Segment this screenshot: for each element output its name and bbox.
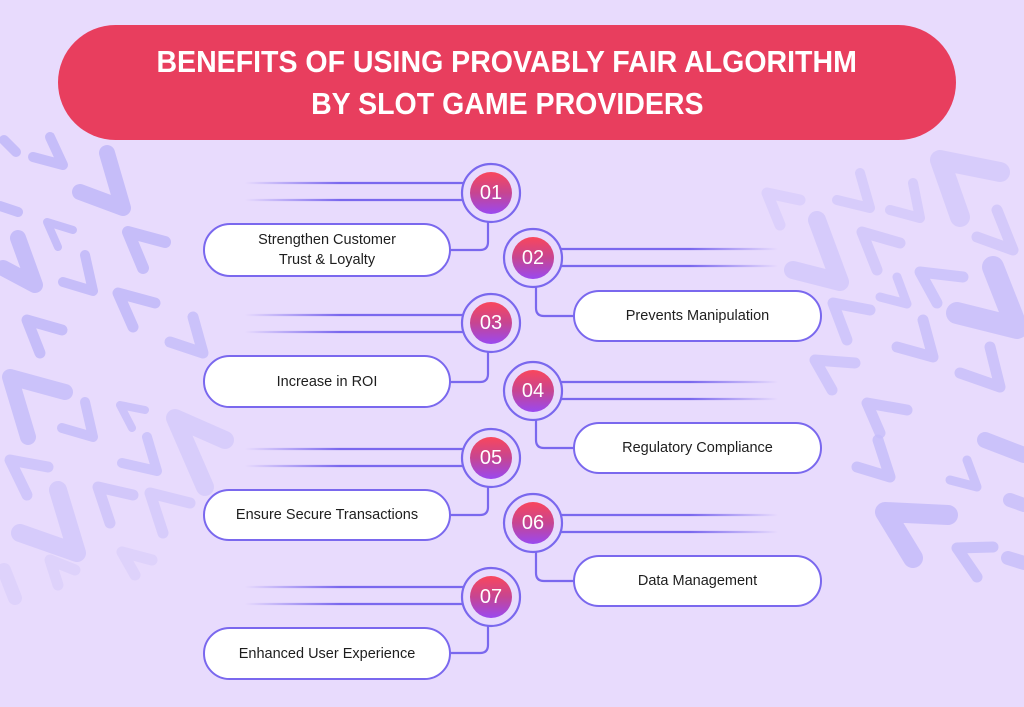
- benefit-pill-01: Strengthen Customer Trust & Loyalty: [203, 223, 451, 277]
- step-badge-04: 04: [512, 370, 554, 412]
- step-badge-03: 03: [470, 302, 512, 344]
- step-badge-02: 02: [512, 237, 554, 279]
- title-banner: BENEFITS OF USING PROVABLY FAIR ALGORITH…: [58, 25, 956, 140]
- benefit-label: Increase in ROI: [276, 373, 378, 390]
- benefit-pill-02: Prevents Manipulation: [573, 290, 822, 342]
- benefit-label: Strengthen Customer Trust & Loyalty: [258, 232, 396, 268]
- benefit-pill-03: Increase in ROI: [203, 355, 451, 408]
- benefit-label: Ensure Secure Transactions: [235, 507, 419, 523]
- page-title-line-1: BENEFITS OF USING PROVABLY FAIR ALGORITH…: [156, 43, 858, 79]
- benefit-pill-05: Ensure Secure Transactions: [203, 489, 451, 541]
- step-badge-01: 01: [470, 172, 512, 214]
- page-title-line-2: BY SLOT GAME PROVIDERS: [310, 85, 704, 121]
- benefit-pill-04: Regulatory Compliance: [573, 422, 822, 474]
- benefit-pill-06: Data Management: [573, 555, 822, 607]
- benefit-label: Prevents Manipulation: [625, 308, 770, 324]
- step-badge-07: 07: [470, 576, 512, 618]
- benefit-label: Regulatory Compliance: [622, 440, 773, 456]
- benefit-label: Enhanced User Experience: [238, 645, 416, 662]
- step-badge-06: 06: [512, 502, 554, 544]
- benefit-label: Data Management: [637, 573, 758, 589]
- step-badge-05: 05: [470, 437, 512, 479]
- benefit-pill-07: Enhanced User Experience: [203, 627, 451, 680]
